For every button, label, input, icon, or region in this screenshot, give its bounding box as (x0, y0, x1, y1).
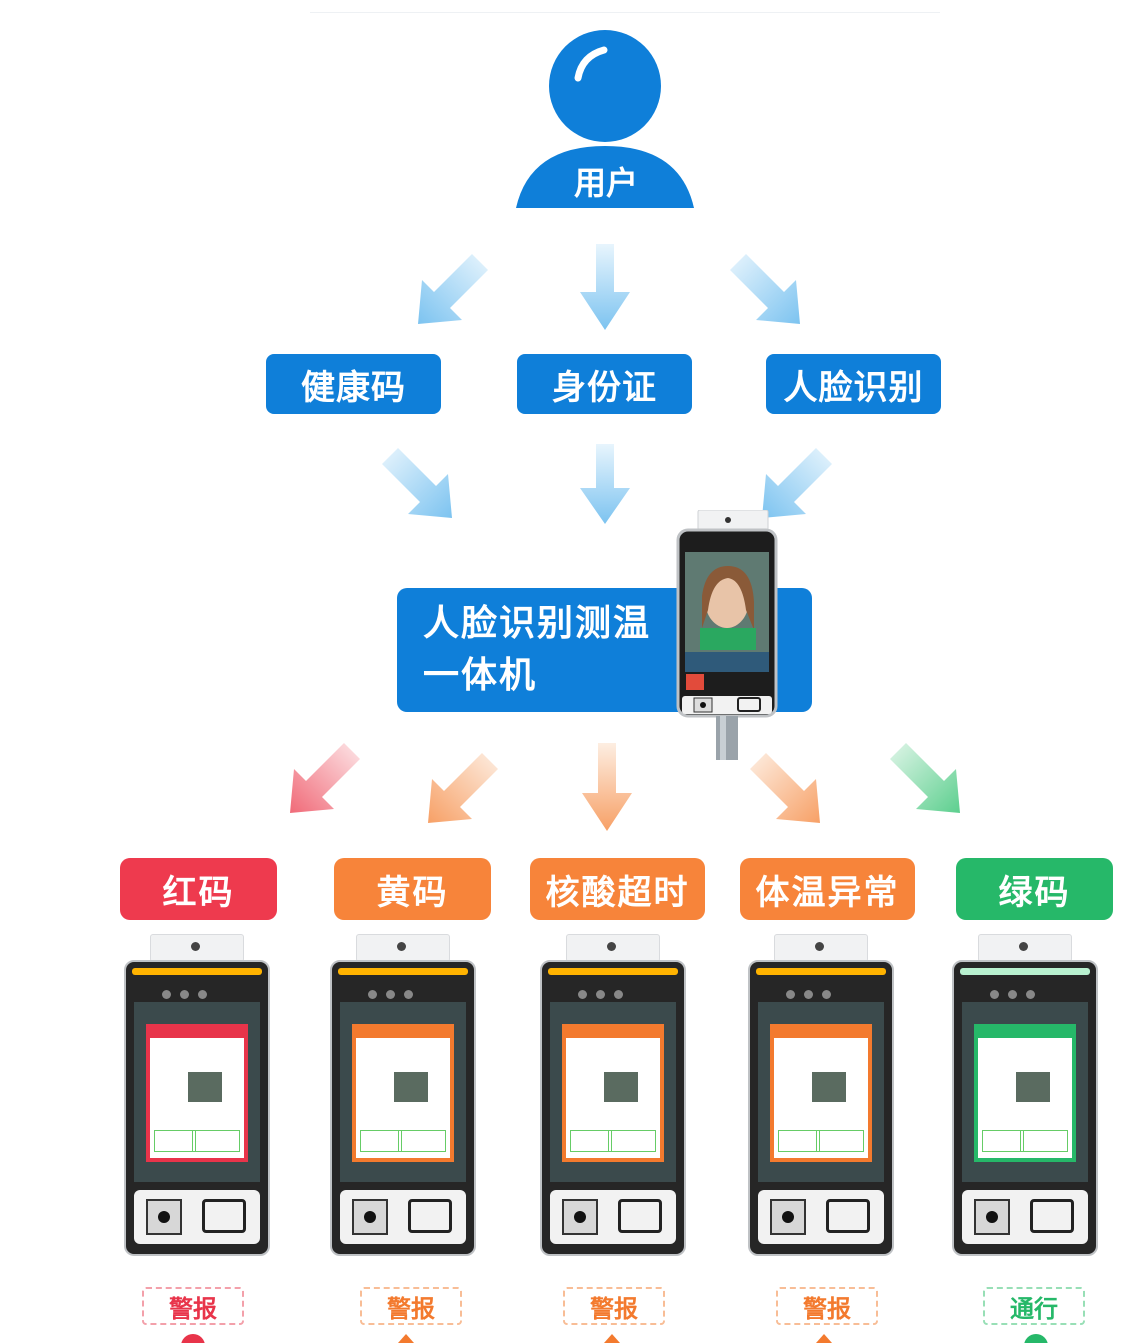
arrow-down-icon (580, 444, 630, 524)
arrow-down-right-icon (382, 448, 452, 518)
arrow-down-right-orange-icon (750, 753, 820, 823)
result-yellow-code: 黄码 (334, 858, 491, 920)
method-id-card: 身份证 (517, 354, 692, 414)
camera-icon (356, 934, 450, 962)
camera-icon (774, 934, 868, 962)
arrow-down-left-icon (762, 448, 832, 518)
arrows-to-methods (418, 244, 800, 330)
arrows-to-device (382, 444, 832, 524)
arrow-down-right-green-icon (890, 743, 960, 813)
device-yellow (328, 934, 478, 1260)
face-recognition-kiosk-icon (676, 510, 778, 760)
device-title-line2: 一体机 (423, 655, 538, 696)
arrow-down-icon (580, 244, 630, 330)
method-face-recognition: 人脸识别 (766, 354, 941, 414)
status-alarm: 警报 (776, 1287, 878, 1325)
bottom-indicators (181, 1334, 1048, 1343)
status-pass: 通行 (983, 1287, 1085, 1325)
result-abnormal-temperature: 体温异常 (740, 858, 915, 920)
user-label: 用户 (573, 164, 638, 202)
status-alarm: 警报 (360, 1287, 462, 1325)
device-title-line1: 人脸识别测温 (423, 603, 652, 644)
camera-icon (150, 934, 244, 962)
method-health-code: 健康码 (266, 354, 441, 414)
arrow-down-left-icon (418, 254, 488, 324)
top-divider (310, 12, 940, 13)
camera-icon (566, 934, 660, 962)
device-temperature (746, 934, 896, 1260)
arrow-down-right-icon (730, 254, 800, 324)
device-green (950, 934, 1100, 1260)
result-green-code: 绿码 (956, 858, 1113, 920)
result-nucleic-timeout: 核酸超时 (530, 858, 705, 920)
camera-icon (978, 934, 1072, 962)
user-icon (516, 30, 694, 208)
status-alarm: 警报 (563, 1287, 665, 1325)
arrow-down-orange-icon (582, 743, 632, 831)
device-red (122, 934, 272, 1260)
arrow-down-left-orange-icon (428, 753, 498, 823)
arrows-to-results (290, 743, 960, 831)
result-red-code: 红码 (120, 858, 277, 920)
device-nucleic (538, 934, 688, 1260)
status-alarm: 警报 (142, 1287, 244, 1325)
arrow-down-left-red-icon (290, 743, 360, 813)
